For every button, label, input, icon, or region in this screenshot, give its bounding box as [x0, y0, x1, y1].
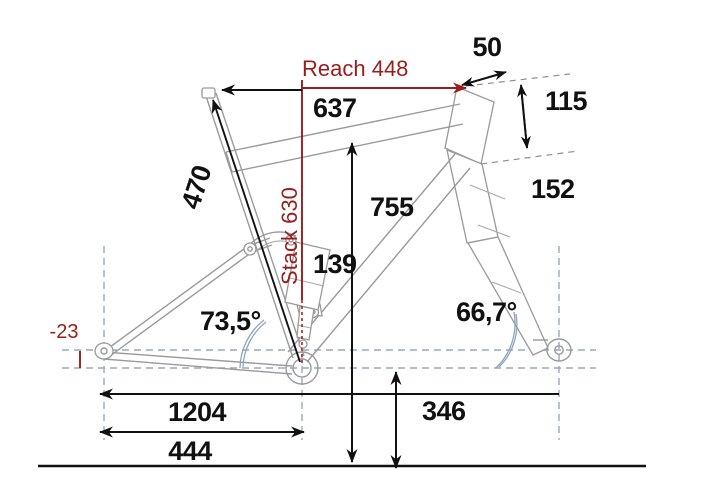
bb-height-dimension: 346 [390, 371, 467, 469]
head-angle-arc [495, 311, 516, 369]
top-tube-horizontal-label: 637 [313, 93, 357, 123]
seat-angle-label: 73,5° [200, 306, 261, 336]
stack-dimension: Stack 630 [277, 80, 303, 366]
head-tube-length-dimension: 115 [517, 84, 588, 149]
stack-label: Stack 630 [277, 187, 302, 285]
wheelbase-label: 1204 [168, 397, 227, 427]
fork [446, 148, 572, 362]
head-tube-offset-label: 50 [472, 32, 501, 62]
seat-stay [105, 237, 273, 357]
reach-label: Reach 448 [302, 56, 408, 81]
chain-stay [103, 351, 293, 375]
bb-height-label: 346 [422, 396, 466, 426]
fork-travel-label: 152 [531, 174, 575, 204]
stack-to-bb-dimension: 139 [313, 249, 358, 279]
bb-drop-label: -23 [50, 321, 79, 343]
head-angle: 66,7° [456, 297, 517, 327]
top-tube-horizontal-dimension: 637 [221, 84, 357, 123]
fork-travel-dimension: 152 [531, 174, 575, 204]
bottom-bracket [285, 351, 319, 385]
rear-dropout [94, 342, 114, 360]
seat-tube-length-label: 470 [175, 162, 217, 213]
angle-arcs [239, 311, 518, 369]
seat-angle: 73,5° [200, 306, 261, 336]
head-angle-label: 66,7° [456, 297, 517, 327]
reach-dimension: Reach 448 [302, 56, 467, 94]
stack-to-bb-label: 139 [313, 249, 357, 279]
seat-tube [201, 87, 305, 359]
standover-label: 755 [370, 192, 414, 222]
down-tube [287, 153, 471, 363]
chainstay-dimension: 444 [99, 426, 305, 466]
wheelbase-dimension: 1204 [99, 388, 559, 427]
seat-angle-arc [239, 319, 265, 369]
standover-dimension: 755 [346, 142, 415, 463]
bicycle-frame [94, 86, 572, 385]
chainstay-label: 444 [168, 436, 212, 466]
head-tube-offset-dimension: 50 [461, 32, 507, 87]
head-tube-length-label: 115 [545, 86, 588, 116]
bb-drop-dimension: -23 [50, 321, 81, 368]
head-tube-extension-lines [465, 73, 579, 165]
